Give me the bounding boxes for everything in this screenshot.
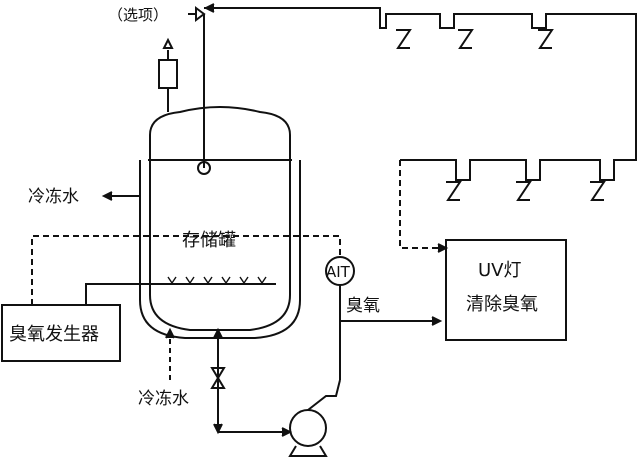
cold-water-out-arrow xyxy=(101,191,113,201)
tank-label: 存储罐 xyxy=(182,230,236,251)
pump-discharge xyxy=(307,379,341,411)
cold-water-in-label: 冷冻水 xyxy=(138,389,189,409)
distribution-loop xyxy=(204,7,637,181)
optional-label: （选项） xyxy=(108,6,168,24)
storage-tank-outer xyxy=(149,106,291,331)
circulation-pump xyxy=(289,409,327,447)
ozone-label: 臭氧 xyxy=(346,296,380,316)
pump-base xyxy=(288,445,328,457)
outlet-down-arrow xyxy=(213,423,223,435)
vent-filter xyxy=(158,59,178,89)
use-point-valves-bottom xyxy=(446,181,606,201)
ozone-generator-box xyxy=(1,304,121,362)
ozone-generator-label: 臭氧发生器 xyxy=(9,324,99,345)
cold-water-out-label: 冷冻水 xyxy=(28,187,79,207)
control-signal-line xyxy=(31,235,341,305)
uv-return-arrow xyxy=(437,243,449,253)
bottom-valve xyxy=(210,367,226,389)
optional-vent-valve xyxy=(195,6,206,22)
ozone-injection-line xyxy=(85,283,276,305)
sparger-nozzles xyxy=(167,276,267,285)
uv-label-line2: 清除臭氧 xyxy=(466,294,538,315)
outlet-up-arrow xyxy=(213,327,223,339)
use-point-valves-top xyxy=(396,29,554,49)
ozone-to-uv-arrow xyxy=(431,316,443,326)
pump-suction-arrow xyxy=(281,427,293,437)
uv-lamp-box xyxy=(445,239,567,341)
cold-water-in-arrow xyxy=(165,327,175,339)
return-pipe-nozzle xyxy=(197,161,211,175)
uv-label-line1: UV灯 xyxy=(478,260,522,281)
distribution-arrow xyxy=(203,3,215,13)
uv-return-line xyxy=(399,160,446,249)
ait-label: AIT xyxy=(326,263,351,281)
